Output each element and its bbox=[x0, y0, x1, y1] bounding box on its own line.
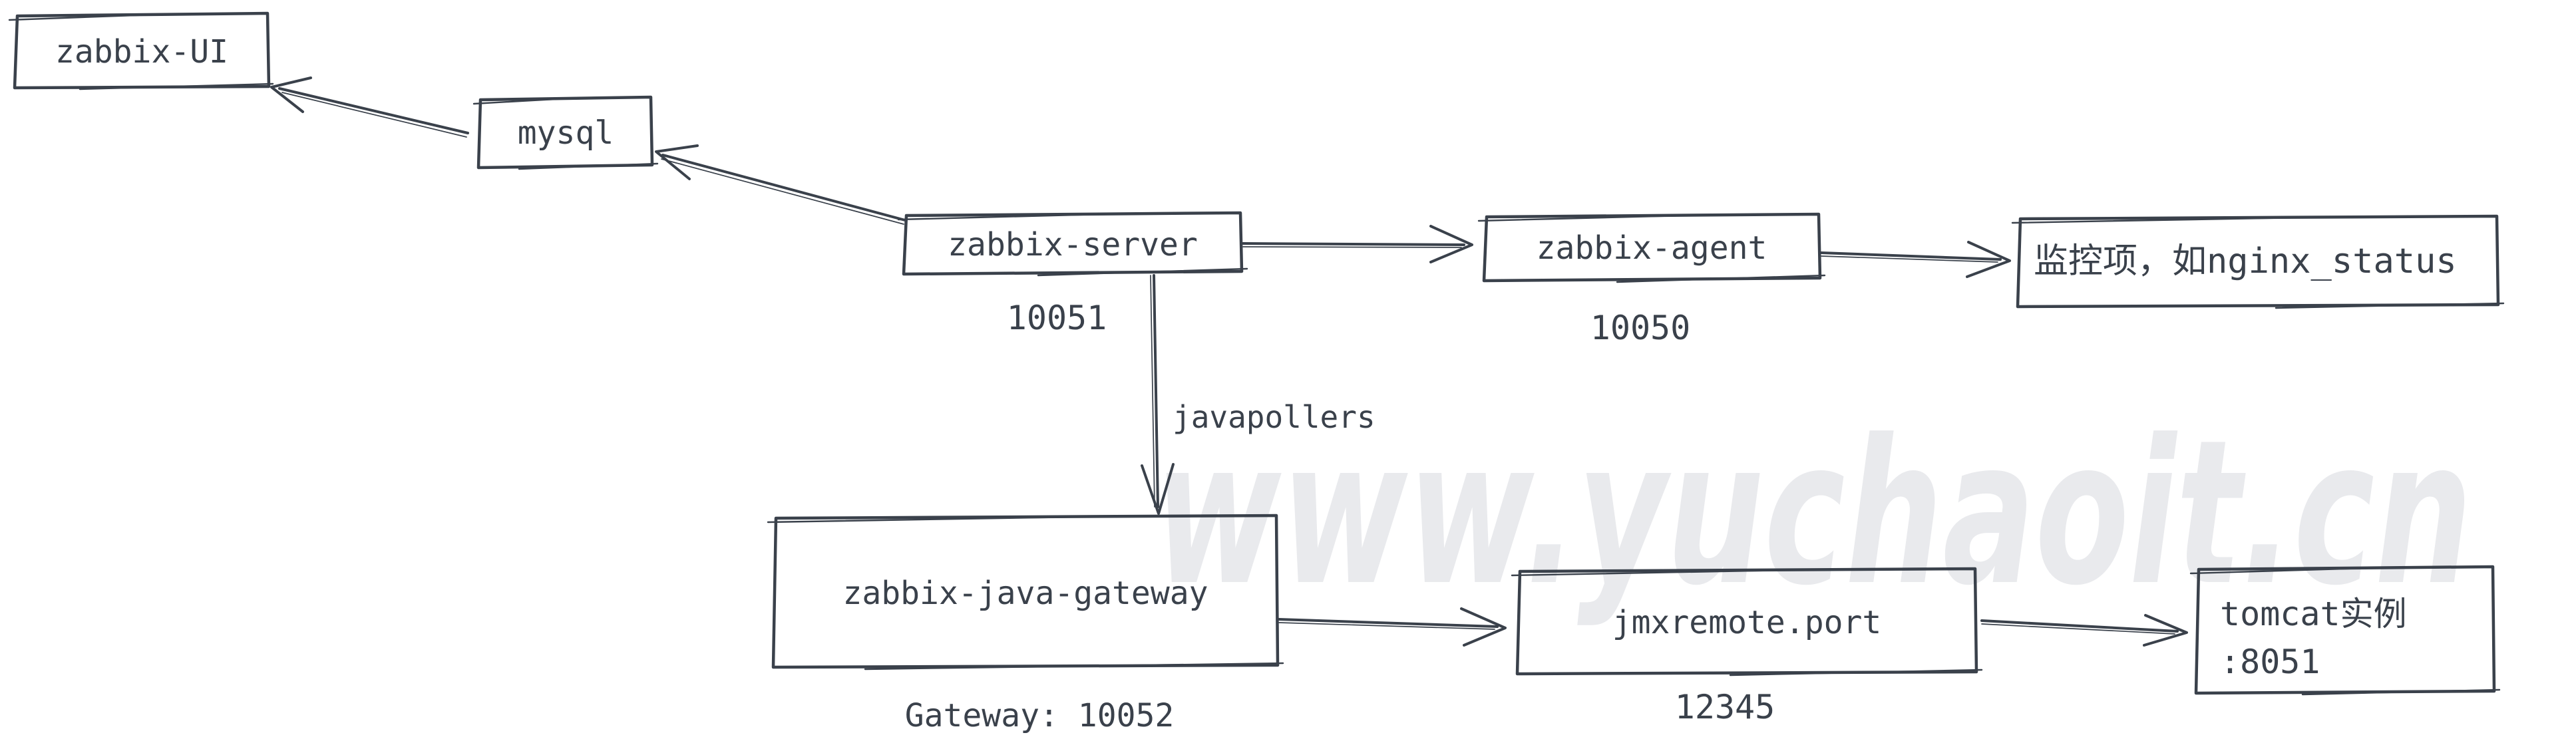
arrow-server-to-java-gateway bbox=[1141, 274, 1175, 515]
port-label-zabbix-server: 10051 bbox=[1007, 299, 1107, 337]
node-label-zabbix-agent: zabbix-agent bbox=[1537, 229, 1767, 267]
arrow-server-to-agent bbox=[1242, 225, 1473, 263]
node-label-tomcat-port: :8051 bbox=[2220, 643, 2320, 681]
arrow-server-to-mysql bbox=[655, 144, 906, 225]
node-tomcat-instance: tomcat实例 :8051 bbox=[2189, 565, 2501, 696]
node-mysql: mysql bbox=[472, 95, 659, 170]
arrow-mysql-to-zabbix-ui bbox=[270, 76, 469, 138]
arrow-gateway-to-jmxremote bbox=[1278, 607, 1507, 647]
node-label-monitor-item: 监控项，如nginx_status bbox=[2034, 241, 2457, 281]
node-zabbix-server: zabbix-server bbox=[897, 211, 1248, 277]
node-label-jmxremote-port: jmxremote.port bbox=[1612, 604, 1882, 641]
watermark-text: www.yuchaoit.cn bbox=[1155, 397, 2472, 629]
node-label-mysql: mysql bbox=[518, 114, 614, 152]
port-label-zabbix-agent: 10050 bbox=[1590, 309, 1691, 347]
node-monitor-item: 监控项，如nginx_status bbox=[2011, 214, 2505, 309]
port-label-jmxremote-port: 12345 bbox=[1675, 688, 1775, 726]
node-jmxremote-port: jmxremote.port bbox=[1511, 567, 1983, 676]
arrow-agent-to-monitor-item bbox=[1820, 241, 2011, 278]
port-label-zabbix-java-gateway: Gateway: 10052 bbox=[905, 697, 1175, 734]
arrow-jmxremote-to-tomcat bbox=[1980, 614, 2188, 647]
node-zabbix-java-gateway: zabbix-java-gateway bbox=[767, 514, 1284, 671]
node-label-tomcat-instance: tomcat实例 bbox=[2220, 595, 2407, 633]
node-zabbix-ui: zabbix-UI bbox=[8, 11, 274, 90]
node-zabbix-agent: zabbix-agent bbox=[1477, 212, 1826, 283]
edge-label-javapollers: javapollers bbox=[1173, 399, 1376, 435]
node-label-zabbix-java-gateway: zabbix-java-gateway bbox=[842, 575, 1208, 612]
node-label-zabbix-server: zabbix-server bbox=[948, 226, 1198, 263]
node-label-zabbix-ui: zabbix-UI bbox=[55, 33, 228, 71]
